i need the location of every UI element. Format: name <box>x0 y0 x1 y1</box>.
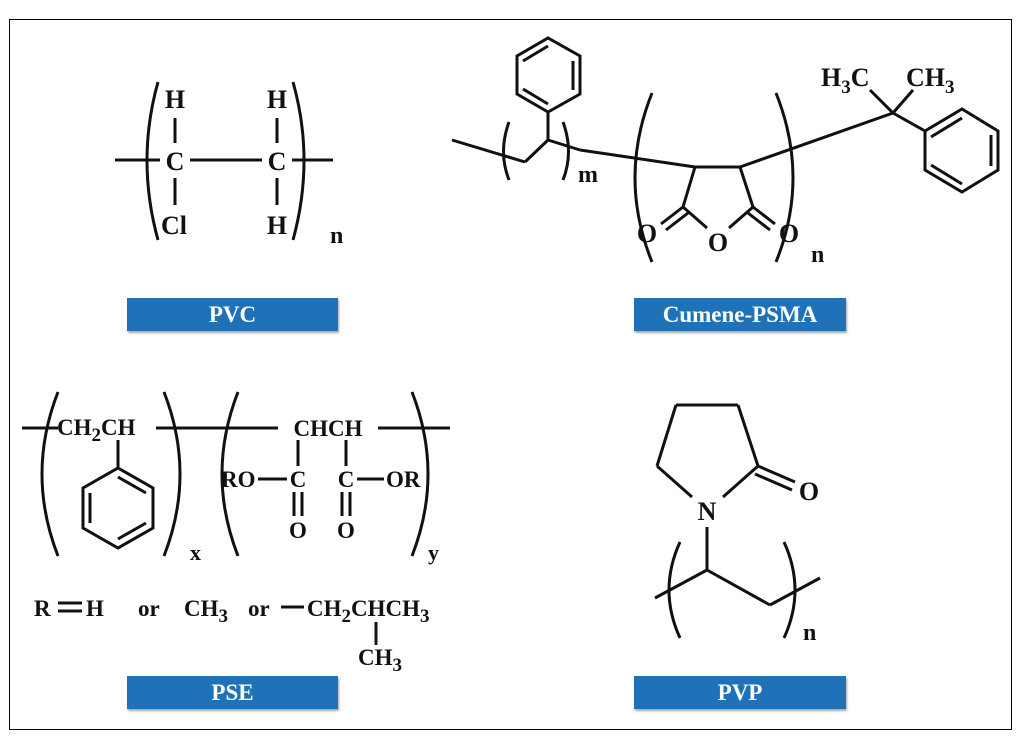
pse-isobutyl-ch3: CH3 <box>358 645 402 676</box>
pse-x-left-bracket <box>40 391 60 557</box>
pvc-h-top-left: H <box>165 85 185 114</box>
psma-repeat-n: n <box>811 242 824 268</box>
psma-n-left-bracket <box>633 92 654 263</box>
pse-repeat-x: x <box>190 540 201 565</box>
pse-ch2ch-label: CH2CH <box>57 415 136 446</box>
pse-ro-label: RO <box>221 467 256 492</box>
psma-carbonyl-o-left: O <box>637 219 657 248</box>
pse-carbon-left: C <box>290 467 307 492</box>
label-pvp: PVP <box>634 676 846 709</box>
pvc-carbon-right: C <box>268 147 287 176</box>
pvc-carbon-left: C <box>166 147 185 176</box>
pvp-structure: N O n <box>654 403 821 646</box>
psma-m-right-bracket <box>561 121 570 181</box>
psma-carbonyl-o-right: O <box>779 219 799 248</box>
pse-carbon-right: C <box>338 467 355 492</box>
pse-or-word-2: or <box>248 596 270 621</box>
pvc-structure: H H C C Cl H n <box>115 81 343 249</box>
pvc-chlorine: Cl <box>161 211 187 240</box>
pse-r-isobutyl: CH2CHCH3 <box>307 596 430 627</box>
label-pse: PSE <box>127 676 338 709</box>
label-cumene-psma: Cumene-PSMA <box>634 298 846 331</box>
cumene-ch3-label: CH3 <box>906 63 955 98</box>
phenyl-ring-pse <box>81 466 155 550</box>
pse-x-right-bracket <box>162 391 182 557</box>
pse-chch-label: CHCH <box>294 416 363 441</box>
pvc-repeat-n: n <box>330 223 343 249</box>
pse-carbonyl-o-right: O <box>337 518 355 543</box>
psma-n-right-bracket <box>774 92 795 263</box>
pse-structure: CH2CH x CHCH RO C C OR O O y R H or CH3 <box>22 391 450 676</box>
psma-repeat-m: m <box>578 162 598 188</box>
phenyl-ring-cumene <box>923 107 1000 194</box>
phenyl-ring-top <box>515 36 582 114</box>
label-pvc: PVC <box>127 298 338 331</box>
pse-carbonyl-o-left: O <box>289 518 307 543</box>
pse-y-left-bracket <box>220 391 240 557</box>
pvp-repeat-n: n <box>803 620 816 646</box>
pse-or-label: OR <box>386 467 421 492</box>
pse-or-word-1: or <box>138 596 160 621</box>
pvc-h-top-right: H <box>267 85 287 114</box>
pvc-h-bottom: H <box>267 211 287 240</box>
pvp-carbonyl-oxygen: O <box>799 477 819 506</box>
pse-repeat-y: y <box>428 540 439 565</box>
psma-ring-oxygen: O <box>708 228 728 257</box>
figure-frame <box>9 19 1012 730</box>
pse-r-h: H <box>86 596 104 621</box>
pvp-left-bracket <box>667 541 682 639</box>
pse-r-ch3: CH3 <box>184 596 228 627</box>
psma-m-left-bracket <box>502 121 511 181</box>
pse-r-symbol: R <box>34 596 51 621</box>
pvp-right-bracket <box>782 541 797 639</box>
cumene-h3c-label: H3C <box>821 63 870 98</box>
pvp-nitrogen: N <box>698 497 717 526</box>
cumene-psma-structure: m O O O n H3C CH3 <box>451 36 1000 268</box>
pse-y-right-bracket <box>410 391 430 557</box>
